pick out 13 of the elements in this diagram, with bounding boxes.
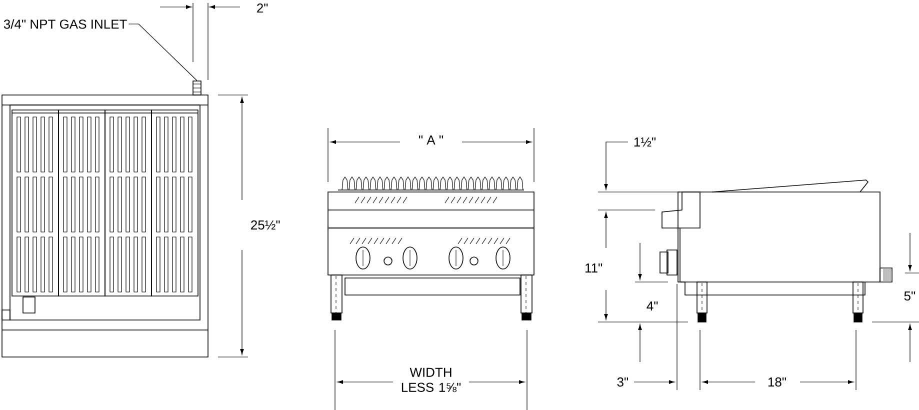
dimension-label: 2"	[257, 3, 268, 13]
callout-label: 3/4" NPT GAS INLET	[4, 19, 127, 29]
dimension-label: 3"	[617, 377, 628, 387]
dimension-label: 18"	[768, 377, 786, 387]
dimension-label: 1½"	[634, 138, 656, 146]
dimension-label: 5"	[904, 291, 916, 301]
dimension-label: " A "	[419, 136, 443, 144]
dimension-label: 25½"	[251, 220, 280, 230]
leader-line	[128, 24, 198, 81]
dimension-label: 4"	[646, 302, 658, 310]
gas-inlet-pipe	[192, 80, 202, 96]
dimension-label: WIDTH LESS 1⅝"	[402, 368, 461, 392]
dimension-label: 11"	[585, 264, 602, 272]
